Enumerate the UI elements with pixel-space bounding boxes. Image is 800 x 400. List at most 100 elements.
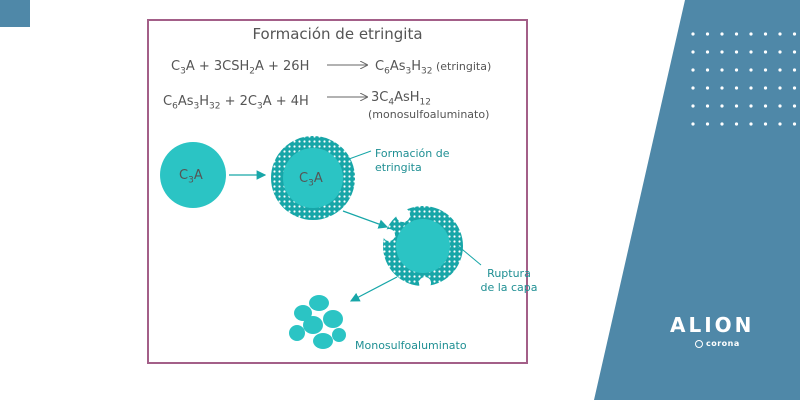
formula-part: C: [375, 59, 385, 74]
c3a-core-label: C3A: [299, 171, 323, 189]
grid-dot: [691, 86, 695, 90]
formula-part: 32: [421, 66, 433, 77]
grid-dot: [763, 68, 768, 72]
grid-dot: [749, 50, 753, 54]
caption-ruptura: Ruptura de la capa: [480, 267, 538, 294]
corona-mark-icon: [695, 339, 703, 348]
grid-dot: [720, 104, 724, 108]
grid-dot: [778, 68, 782, 72]
formula-part: As: [177, 94, 194, 109]
equation-2-rhs: 3C4AsH12: [371, 90, 431, 108]
grid-dot: [705, 104, 710, 108]
formula-part: C: [163, 94, 173, 109]
rupture-notch-3: [419, 277, 431, 289]
grid-dot: [691, 32, 695, 36]
grid-dot: [763, 32, 768, 36]
grid-dot: [705, 68, 710, 72]
formula-part: H: [411, 59, 421, 74]
grid-dot: [705, 86, 710, 90]
grid-dot: [778, 104, 782, 108]
formula-part: 3: [256, 101, 263, 112]
grid-dot: [763, 50, 768, 54]
grid-dot: [792, 86, 797, 90]
grid-dot: [734, 32, 739, 36]
formula-part: A + 3CSH: [185, 59, 250, 74]
formula-part: 2: [249, 66, 255, 77]
grid-dot: [720, 86, 724, 90]
formula-part: + 2C: [220, 94, 257, 109]
formula-part: 3: [405, 66, 412, 77]
grid-dot: [691, 104, 695, 108]
formula-part: As: [389, 59, 406, 74]
grid-dot: [691, 50, 695, 54]
grid-dot: [792, 50, 797, 54]
corner-accent-square: [0, 0, 30, 27]
formula-part: A + 4H: [262, 94, 309, 109]
formula-part: A: [193, 168, 203, 183]
grid-dot: [763, 104, 768, 108]
grid-dot: [720, 122, 724, 126]
grid-dot: [749, 32, 753, 36]
monosulfoaluminato-cluster: [289, 295, 346, 349]
grid-dot: [792, 68, 797, 72]
grid-dot: [720, 68, 724, 72]
formula-part: A: [313, 171, 323, 186]
formula-part: 3C: [371, 90, 389, 105]
formula-part: (etringita): [432, 60, 492, 73]
equation-1-lhs: C3A + 3CSH2A + 26H: [171, 59, 309, 77]
formula-part: H: [199, 94, 209, 109]
grid-dot: [734, 122, 739, 126]
equation-1-rhs: C6As3H32 (etringita): [375, 59, 491, 77]
formula-part: 12: [419, 97, 431, 108]
caption-connector-2: [456, 244, 482, 266]
grid-dot: [734, 68, 739, 72]
arrow-to-broken: [342, 210, 389, 229]
grid-dot: [691, 68, 695, 72]
grid-dot: [705, 32, 710, 36]
grid-dot: [749, 122, 753, 126]
ruptured-core: [396, 219, 450, 273]
formula-part: 6: [172, 101, 178, 112]
c3a-label: C3A: [179, 168, 203, 186]
grid-dot: [792, 122, 797, 126]
formula-part: 32: [209, 101, 221, 112]
equation-2-note: (monosulfoaluminato): [368, 108, 490, 121]
diagram-frame: Formación de etringita C3A + 3CSH2A + 26…: [147, 19, 538, 364]
formula-part: 6: [384, 66, 390, 77]
diagram-drawing: [160, 19, 482, 349]
grid-dot: [705, 122, 710, 126]
formula-part: 3: [180, 66, 186, 77]
grid-dot: [749, 86, 753, 90]
formula-part: C: [299, 171, 309, 186]
corona-logo: corona: [695, 339, 740, 348]
grid-dot: [734, 86, 739, 90]
rupture-notch-2: [383, 229, 395, 241]
c3a-particle: [160, 142, 226, 208]
formula-part: 4: [388, 97, 395, 108]
grid-dot: [720, 32, 724, 36]
alion-logo: ALION: [670, 313, 755, 337]
grid-dot: [705, 50, 710, 54]
formula-part: C: [171, 59, 181, 74]
grid-dot: [734, 50, 739, 54]
grid-dot: [734, 104, 739, 108]
caption-monosulfoaluminato: Monosulfoaluminato: [355, 339, 467, 352]
grid-dot: [778, 122, 782, 126]
grid-dot: [749, 104, 753, 108]
c3a-core: [283, 148, 343, 208]
diagram-title: Formación de etringita: [252, 25, 423, 43]
grid-dot: [720, 50, 724, 54]
formula-part: C: [179, 168, 189, 183]
grid-dot: [792, 104, 797, 108]
formula-part: A + 26H: [254, 59, 310, 74]
grid-dot: [778, 86, 782, 90]
caption-connector-1: [348, 150, 372, 160]
grid-dot: [749, 68, 753, 72]
caption-etringita: Formación de etringita: [375, 147, 450, 174]
formula-part: AsH: [394, 90, 420, 105]
grid-dot: [792, 32, 797, 36]
grid-dot: [778, 32, 782, 36]
arrow-to-mono: [349, 276, 398, 302]
formula-part: 3: [193, 101, 200, 112]
